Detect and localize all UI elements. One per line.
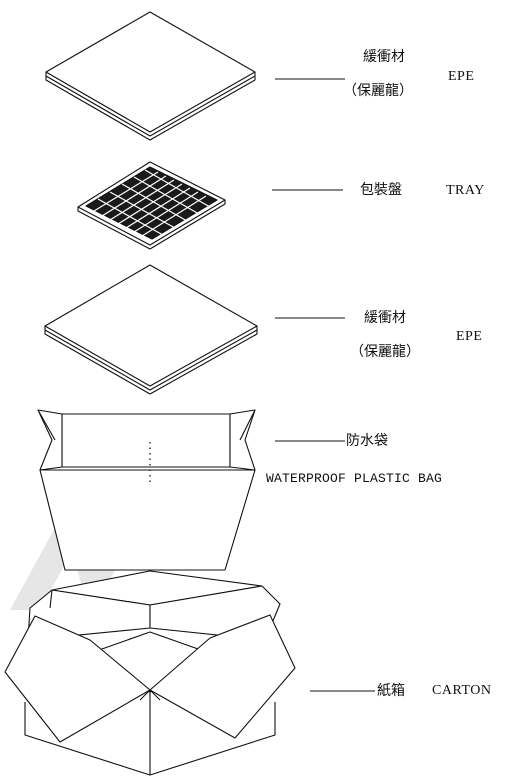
tray-zh-label: 包裝盤: [360, 182, 402, 198]
carton-en-label: CARTON: [432, 683, 492, 698]
tray-en-label: TRAY: [446, 183, 485, 198]
bag-en-label: WATERPROOF PLASTIC BAG: [266, 471, 443, 486]
epe-sheet-top: [45, 11, 256, 141]
carton: [4, 570, 296, 776]
bag-zh-label: 防水袋: [346, 433, 388, 449]
epe-middle-zh-label: 緩衝材: [364, 310, 406, 326]
epe-top-en-label: EPE: [448, 69, 475, 84]
tray: [77, 161, 226, 250]
epe-middle-zh-sub: （保麗龍）: [350, 344, 420, 360]
epe-sheet-middle: [44, 264, 258, 395]
carton-zh-label: 紙箱: [377, 683, 405, 699]
waterproof-bag: [37, 409, 256, 571]
epe-top-zh-label: 緩衝材: [363, 49, 405, 65]
epe-middle-en-label: EPE: [456, 329, 483, 344]
epe-top-zh-sub: （保麗龍）: [343, 83, 413, 99]
leader-lines: [272, 78, 375, 692]
